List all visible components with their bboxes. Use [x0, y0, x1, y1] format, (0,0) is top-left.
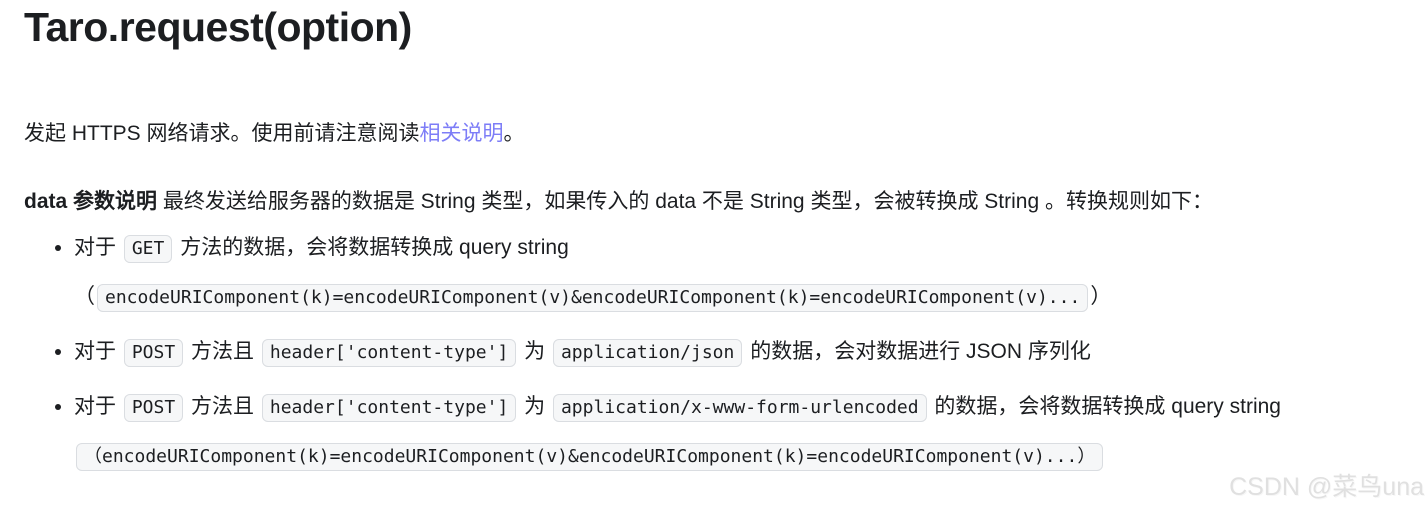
related-docs-link[interactable]: 相关说明	[419, 122, 504, 145]
text-segment: 对于	[74, 236, 122, 259]
text-segment: 的数据，会对数据进行 JSON 序列化	[744, 340, 1091, 363]
text-segment: 为	[518, 395, 551, 418]
text-segment: （	[74, 285, 95, 308]
csdn-watermark: CSDN @菜鸟una	[1229, 473, 1424, 501]
text-segment: 方法且	[185, 395, 260, 418]
rules-list: 对于 GET 方法的数据，会将数据转换成 query string （encode…	[24, 231, 1427, 474]
inline-code: application/x-www-form-urlencoded	[552, 394, 927, 422]
text-segment: ）	[1090, 285, 1112, 308]
rule-list-item: 对于 POST 方法且 header['content-type'] 为 app…	[74, 390, 1427, 474]
text-segment: 对于	[74, 395, 122, 418]
rule-item-code-line: （encodeURIComponent(k)=encodeURIComponen…	[74, 439, 1427, 474]
inline-code: POST	[123, 339, 184, 367]
inline-code: header['content-type']	[261, 394, 517, 422]
data-note-text: 最终发送给服务器的数据是 String 类型，如果传入的 data 不是 Str…	[157, 190, 1213, 213]
intro-text-before: 发起 HTTPS 网络请求。使用前请注意阅读	[24, 122, 420, 145]
rule-item-text-line: 对于 POST 方法且 header['content-type'] 为 app…	[74, 335, 1427, 370]
page-title: Taro.request(option)	[24, 4, 412, 50]
text-segment: 方法且	[185, 340, 260, 363]
inline-code: （encodeURIComponent(k)=encodeURIComponen…	[76, 443, 1104, 471]
text-segment: 方法的数据，会将数据转换成 query string	[174, 236, 569, 259]
rule-list-item: 对于 GET 方法的数据，会将数据转换成 query string （encode…	[74, 231, 1427, 315]
data-note-paragraph: data 参数说明 最终发送给服务器的数据是 String 类型，如果传入的 d…	[24, 187, 1213, 217]
conversion-rules-section: 对于 GET 方法的数据，会将数据转换成 query string （encode…	[24, 231, 1427, 494]
inline-code: encodeURIComponent(k)=encodeURIComponent…	[97, 284, 1089, 312]
inline-code: POST	[123, 394, 184, 422]
rule-item-text-line: 对于 POST 方法且 header['content-type'] 为 app…	[74, 390, 1427, 425]
rule-item-code-line: （encodeURIComponent(k)=encodeURIComponen…	[74, 280, 1427, 315]
rule-list-item: 对于 POST 方法且 header['content-type'] 为 app…	[74, 335, 1427, 370]
inline-code: header['content-type']	[261, 339, 517, 367]
inline-code: GET	[123, 235, 173, 263]
intro-text-after: 。	[503, 122, 525, 145]
inline-code: application/json	[552, 339, 743, 367]
text-segment: 对于	[74, 340, 122, 363]
text-segment: 为	[518, 340, 551, 363]
data-note-label: data 参数说明	[24, 190, 158, 213]
rule-item-text-line: 对于 GET 方法的数据，会将数据转换成 query string	[74, 231, 1427, 266]
intro-paragraph: 发起 HTTPS 网络请求。使用前请注意阅读相关说明。	[24, 119, 525, 149]
text-segment: 的数据，会将数据转换成 query string	[928, 395, 1281, 418]
